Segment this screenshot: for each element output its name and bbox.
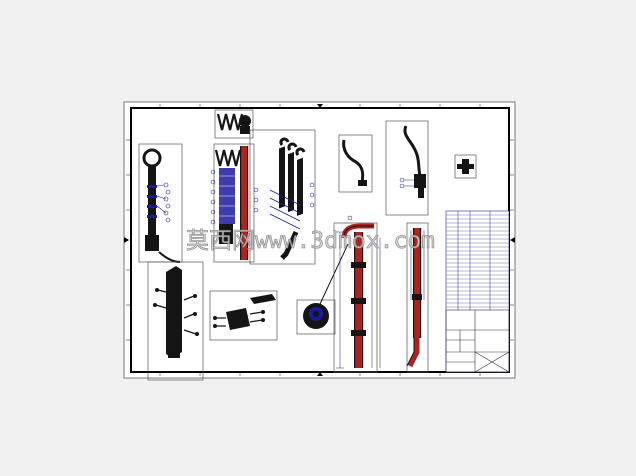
view-pipe-section-secondary [406,222,429,373]
view-spring-column [210,143,255,263]
border-ticks [126,104,514,376]
parts-list-rows [446,214,509,308]
view-small-fitting [454,154,477,179]
view-pipe-section-main [333,215,381,373]
view-bracket-exploded [147,261,204,381]
view-hose-detail [338,134,373,193]
title-block [445,210,510,373]
view-spring-top-detail [214,109,254,139]
centering-marks [124,104,515,376]
view-section-detail [296,243,349,335]
view-spring-isometric [249,129,316,265]
view-hose-assembly [385,120,429,216]
view-clamp-exploded [209,290,278,341]
